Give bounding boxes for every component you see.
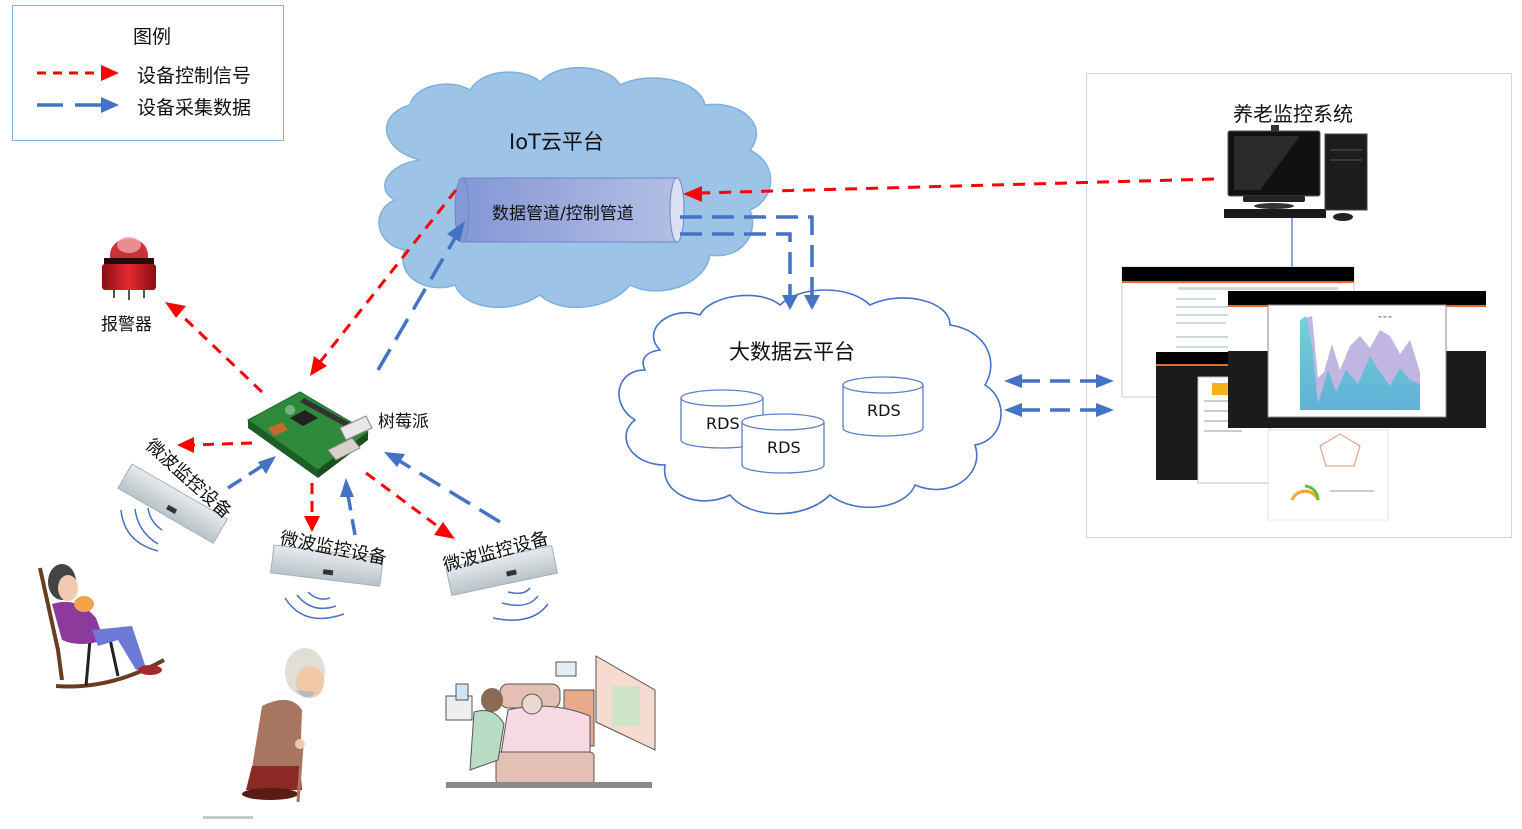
pipe-to-pi-control-arrow bbox=[310, 189, 458, 376]
caregiver-bedside-icon bbox=[445, 650, 656, 788]
rds-label-3: RDS bbox=[867, 401, 901, 420]
monitor-system-title: 养老监控系统 bbox=[1233, 102, 1353, 126]
pipe-label: 数据管道/控制管道 bbox=[492, 204, 634, 224]
elderly-man-cane-icon bbox=[203, 648, 325, 819]
microwave-sensor-2-icon bbox=[270, 544, 384, 587]
pi-to-sensor1-control-arrow bbox=[177, 437, 253, 453]
signal-waves-1-icon bbox=[120, 507, 163, 552]
iot-cloud-title: IoT云平台 bbox=[509, 130, 604, 154]
microwave-sensor-1-icon bbox=[117, 463, 228, 544]
rds-label-2: RDS bbox=[767, 438, 801, 457]
elderly-woman-rocking-chair-icon bbox=[38, 564, 165, 689]
legend-title: 图例 bbox=[133, 26, 172, 48]
pi-to-pipe-data-arrow bbox=[376, 221, 465, 371]
arrowhead bbox=[782, 295, 798, 310]
monitoring-screenshots-collage: ▬ ▬ ▬ bbox=[1121, 266, 1486, 521]
desktop-computer-icon bbox=[1224, 125, 1368, 221]
rds-label-1: RDS bbox=[706, 414, 740, 433]
alarm-beacon-icon bbox=[102, 237, 156, 300]
alarm-label: 报警器 bbox=[101, 315, 152, 335]
sensor2-to-pi-data-arrow bbox=[340, 478, 357, 536]
legend-data-arrow bbox=[37, 97, 119, 113]
raspberry-pi-board-icon bbox=[247, 391, 373, 478]
signal-waves-3-icon bbox=[492, 587, 549, 621]
sensor3-to-pi-data-arrow bbox=[384, 452, 501, 524]
rds-cylinder-3 bbox=[842, 376, 924, 437]
pipe-to-bigdata-arrows bbox=[680, 215, 814, 295]
sensor1-to-pi-data-arrow bbox=[227, 456, 276, 490]
legend-arrows bbox=[37, 65, 119, 113]
pi-to-alarm-control-arrow bbox=[165, 302, 264, 394]
arrowhead bbox=[804, 295, 820, 310]
rds-cylinder-1 bbox=[680, 389, 764, 449]
raspberry-pi-label: 树莓派 bbox=[378, 412, 429, 432]
legend-control-arrow bbox=[37, 65, 119, 81]
pi-to-sensor3-control-arrow bbox=[365, 471, 455, 539]
rds-cylinder-2 bbox=[741, 413, 825, 474]
legend-control-label: 设备控制信号 bbox=[137, 65, 252, 87]
chart-legend-mini: ▬ ▬ ▬ bbox=[1378, 314, 1392, 319]
legend-data-label: 设备采集数据 bbox=[137, 97, 252, 119]
data-control-pipe bbox=[454, 177, 685, 243]
bigdata-cloud-shape bbox=[618, 289, 1002, 515]
microwave-sensor-3-icon bbox=[445, 544, 559, 596]
bigdata-screens-sync-arrows bbox=[1004, 374, 1114, 417]
pi-to-sensor2-control-arrow bbox=[304, 483, 320, 532]
signal-waves-2-icon bbox=[284, 591, 345, 620]
bigdata-cloud-title: 大数据云平台 bbox=[729, 340, 855, 364]
legend-box: 图例 设备控制信号 设备采集数据 bbox=[12, 5, 284, 141]
monitor-to-pipe-control-arrow bbox=[683, 177, 1215, 202]
